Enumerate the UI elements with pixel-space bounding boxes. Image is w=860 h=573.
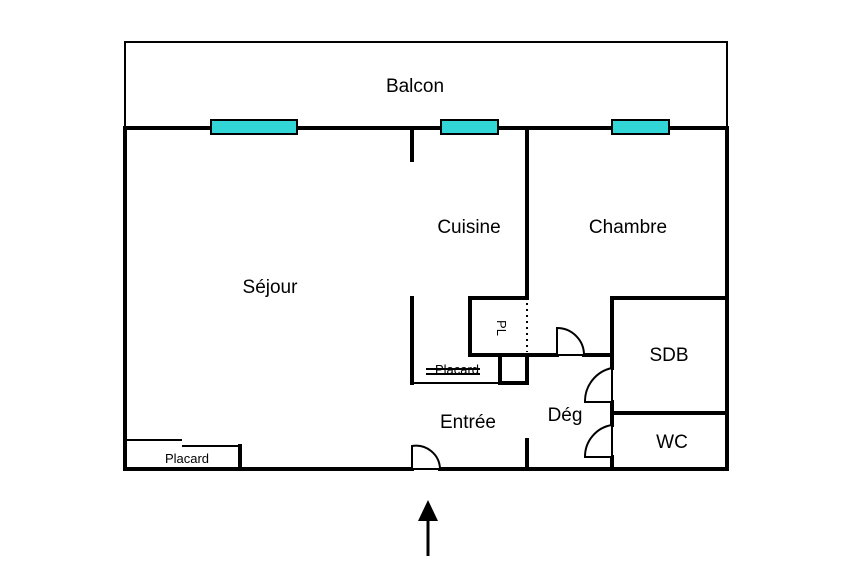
label-placard-entree: Placard [435,362,479,377]
label-sejour: Séjour [243,277,299,298]
label-entree: Entrée [440,412,496,433]
label-cuisine: Cuisine [437,217,500,238]
door-wc [583,423,613,458]
door-sdb [583,366,613,403]
label-balcon: Balcon [386,76,444,97]
window-cuisine [440,119,499,135]
door-chambre [556,326,586,356]
window-chambre [611,119,670,135]
window-sejour [210,119,298,135]
label-chambre: Chambre [589,217,667,238]
placard-sejour [125,439,242,471]
label-wc: WC [656,432,688,453]
pl-closet [468,296,559,357]
entree-partition [498,353,529,471]
label-sdb: SDB [649,345,688,366]
door-entree [411,444,442,470]
label-pl: PL [494,320,509,336]
sdb-wc-walls [610,296,729,471]
label-deg: Dég [548,405,583,426]
placard-entree [412,368,500,384]
arrow-up-icon [418,500,438,556]
label-placard-sejour: Placard [165,451,209,466]
